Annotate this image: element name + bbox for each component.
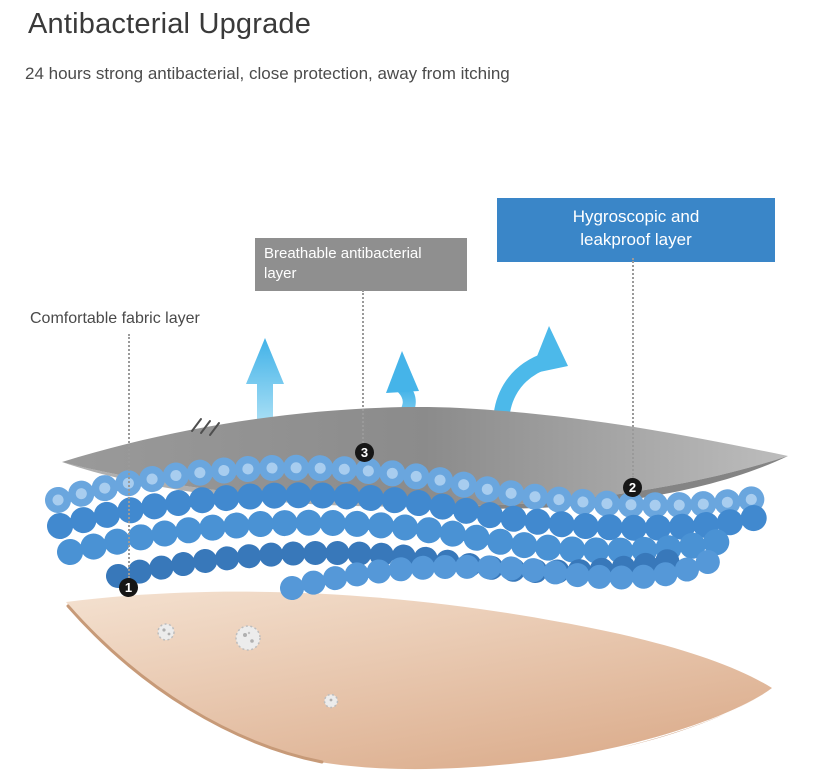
page-subtitle: 24 hours strong antibacterial, close pro… (25, 64, 510, 83)
tube-row (47, 482, 767, 541)
label-breathable-antibacterial-layer: Breathable antibacterial layer (255, 238, 467, 291)
page-title: Antibacterial Upgrade (28, 8, 312, 40)
germ-icons (157, 623, 339, 709)
curved-up-arrow-head (530, 326, 568, 374)
bottom-fabric-edge (66, 604, 324, 764)
blue-tube-layer (45, 454, 773, 600)
texture-tick-marks (191, 418, 220, 436)
layer-number-badge-3: 3 (355, 443, 374, 462)
layer-number-badge-2: 2 (623, 478, 642, 497)
tube-row-highlight (52, 462, 766, 511)
leader-line-breathable (362, 290, 364, 443)
bottom-fabric-layer (66, 591, 772, 770)
label-comfortable-fabric-layer: Comfortable fabric layer (30, 310, 200, 327)
tube-row (280, 548, 724, 600)
wavy-up-arrow-head (386, 351, 419, 393)
bottom-fabric-sheet (66, 591, 772, 770)
leader-line-hygroscopic (632, 258, 634, 478)
tube-row (57, 509, 741, 565)
label-hygroscopic-leakproof-layer: Hygroscopic and leakproof layer (497, 198, 775, 262)
straight-up-arrow-icon (246, 338, 284, 444)
top-gray-layer-sheet (62, 407, 788, 507)
leader-line-comfortable (128, 334, 130, 578)
layer-number-badge-1: 1 (119, 578, 138, 597)
